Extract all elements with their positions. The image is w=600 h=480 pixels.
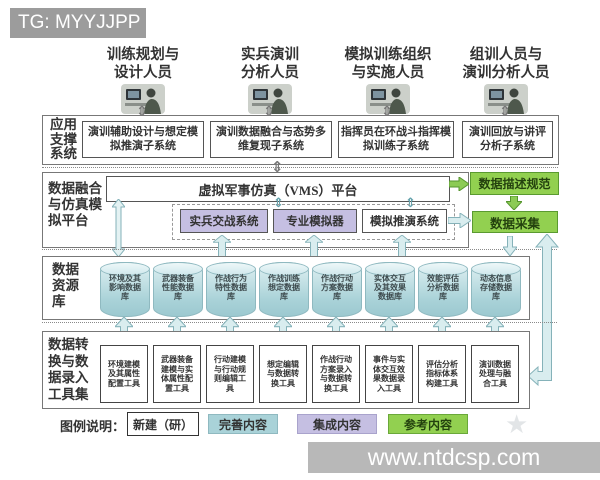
up-arrow-icon (213, 235, 231, 257)
updown-arrow-icon: ⇕ (263, 104, 275, 120)
collect-tools-elbow-arrow-icon (528, 234, 560, 387)
operator-computer-icon-3 (366, 84, 410, 114)
up-arrow-icon (393, 235, 411, 257)
separator-line (42, 249, 557, 250)
tool-label: 演训数据处理与融合工具 (479, 359, 511, 388)
tool-label: 行动建模与行动规则编辑工具 (214, 355, 246, 393)
section-data-resources-label: 数据 资源 库 (52, 262, 79, 309)
tg-badge: TG: MYYJJPP (10, 8, 146, 38)
down-arrow-green-icon (506, 196, 522, 210)
db-label: 作战训练想定数据库 (268, 274, 300, 301)
db-behavior: 作战行为特性数据库 (206, 262, 256, 317)
simulation-deduction-box: 模拟推演系统 (362, 209, 447, 233)
updown-arrow-icon: ⇕ (405, 196, 416, 211)
professional-simulator-box: 专业模拟器 (273, 209, 357, 233)
db-label: 武器装备性能数据库 (162, 274, 194, 301)
db-label: 作战行为特性数据库 (215, 274, 247, 301)
updown-arrow-icon: ⇕ (271, 158, 284, 176)
tool-scenario-editing: 想定编辑与数据转换工具 (259, 345, 307, 403)
right-arrow-teal-icon (448, 213, 471, 228)
tool-label: 想定编辑与数据转换工具 (267, 359, 299, 388)
separator-line (42, 322, 557, 323)
vms-platform-box: 虚拟军事仿真（VMS）平台 (106, 176, 450, 202)
tool-label: 环境建模及其属性配置工具 (108, 359, 140, 388)
tool-plan-entry: 作战行动方案录入与数据转换工具 (312, 345, 360, 403)
subsystem-design: 演训辅助设计与想定模拟推演子系统 (82, 121, 204, 158)
tool-label: 事件与实体交互效果数据录入工具 (373, 355, 405, 393)
right-arrow-green-icon (449, 177, 469, 191)
db-label: 作战行动方案数据库 (321, 274, 353, 301)
updown-arrow-icon: ⇕ (499, 104, 511, 120)
db-label: 动态信息存储数据库 (480, 274, 512, 301)
personnel-label-3: 模拟训练组织 与实施人员 (344, 47, 432, 81)
tool-environment-modeling: 环境建模及其属性配置工具 (100, 345, 148, 403)
legend-improved-box: 完善内容 (208, 414, 278, 434)
tool-label: 作战行动方案录入与数据转换工具 (320, 355, 352, 393)
tool-event-entry: 事件与实体交互效果数据录入工具 (365, 345, 413, 403)
operator-computer-icon-1 (121, 84, 165, 114)
live-engagement-system-box: 实兵交战系统 (180, 209, 268, 233)
watermark-bar: www.ntdcsp.com (308, 442, 600, 473)
watermark-text: www.ntdcsp.com (367, 444, 541, 470)
db-label: 环境及其影响数据库 (109, 274, 141, 301)
updown-arrow-icon: ⇕ (381, 104, 393, 120)
db-action-plan: 作战行动方案数据库 (312, 262, 362, 317)
watermark-star-icon: ★ (505, 410, 529, 440)
personnel-label-2: 实兵演训 分析人员 (241, 47, 299, 81)
tool-data-processing: 演训数据处理与融合工具 (471, 345, 519, 403)
updown-arrow-icon: ⇕ (273, 196, 284, 211)
subsystem-command: 指挥员在环战斗指挥模拟训练子系统 (338, 121, 454, 158)
operator-computer-icon-2 (248, 84, 292, 114)
double-vertical-arrow-icon (112, 199, 125, 257)
tool-evaluation-index: 评估分析指标体系构建工具 (418, 345, 466, 403)
db-label: 效能评估分析数据库 (427, 274, 459, 301)
legend-integrated-box: 集成内容 (297, 414, 377, 434)
section-toolset-label: 数据转 换与数 据录入 工具集 (48, 337, 89, 402)
down-arrow-teal-icon (503, 236, 517, 256)
tool-label: 武器装备建模与实体属性配置工具 (161, 355, 193, 393)
operator-computer-icon-4 (484, 84, 528, 114)
db-entity-interaction: 实体交互及其效果数据库 (365, 262, 415, 317)
legend-title: 图例说明： (60, 419, 126, 434)
data-description-spec-box: 数据描述规范 (470, 172, 559, 195)
db-effectiveness: 效能评估分析数据库 (418, 262, 468, 317)
db-dynamic-info: 动态信息存储数据库 (471, 262, 521, 317)
tool-action-modeling: 行动建模与行动规则编辑工具 (206, 345, 254, 403)
db-weapon-performance: 武器装备性能数据库 (153, 262, 203, 317)
tool-label: 评估分析指标体系构建工具 (426, 359, 458, 388)
db-label: 实体交互及其效果数据库 (374, 274, 406, 301)
tool-weapon-modeling: 武器装备建模与实体属性配置工具 (153, 345, 201, 403)
section-sim-platform-label: 数据融合 与仿真模 拟平台 (48, 181, 102, 228)
db-environment: 环境及其影响数据库 (100, 262, 150, 317)
up-arrow-icon (305, 235, 323, 257)
data-collection-box: 数据采集 (472, 211, 558, 233)
db-scenario: 作战训练想定数据库 (259, 262, 309, 317)
legend-reference-box: 参考内容 (388, 414, 468, 434)
subsystem-fusion: 演训数据融合与态势多维复现子系统 (210, 121, 332, 158)
separator-line (42, 167, 558, 168)
subsystem-replay: 演训回放与讲评分析子系统 (462, 121, 553, 158)
personnel-label-1: 训练规划与 设计人员 (106, 47, 180, 81)
updown-arrow-icon: ⇕ (136, 104, 148, 120)
section-app-support-label: 应用 支撑 系统 (50, 117, 77, 161)
legend-new-box: 新建（研） (127, 412, 199, 436)
personnel-label-4: 组训人员与 演训分析人员 (462, 47, 550, 81)
